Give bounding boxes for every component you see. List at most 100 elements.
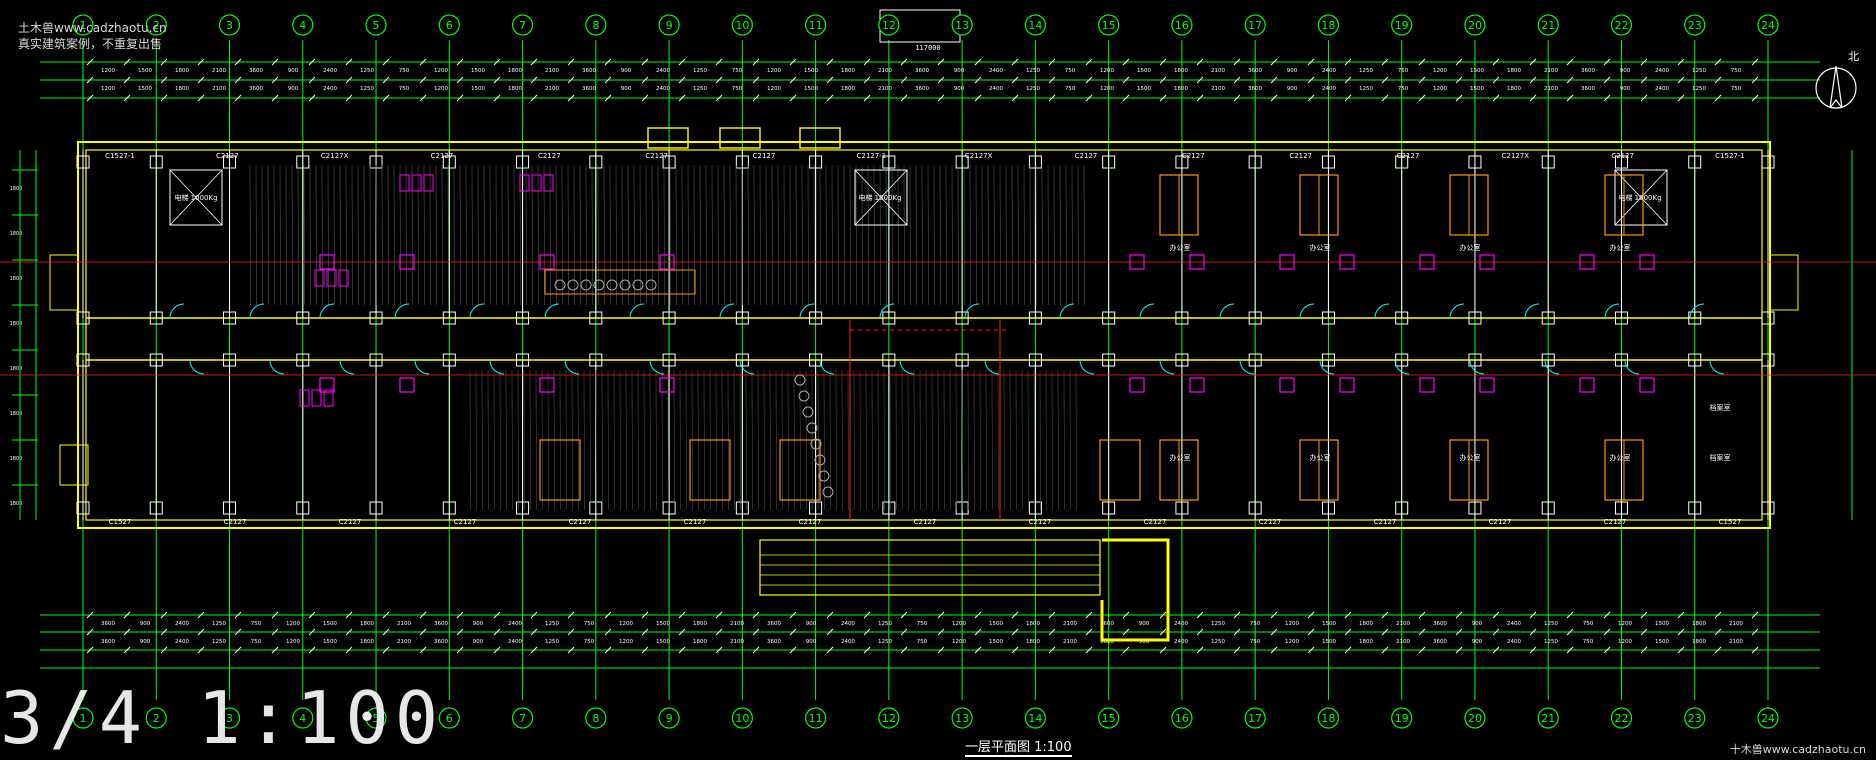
door-swing-bottom [1239,359,1255,375]
room-label: 办公室 [1610,453,1631,462]
dimension-tick [1011,58,1019,66]
dimension-value: 900 [954,86,965,92]
door-swing-top [1139,303,1155,319]
dimension-tick [123,58,131,66]
hatch-line [477,164,479,306]
dimension-tick [715,94,723,102]
left-stair-lower [59,444,89,486]
dimension-tick [715,58,723,66]
dimension-tick [1270,94,1278,102]
hatch-line [829,369,831,511]
dimension-value: 750 [1583,639,1594,645]
dimension-tick [123,646,131,654]
dimension-value: 750 [1398,86,1409,92]
window-label-bottom: C2127 [914,518,937,526]
dimension-tick [789,646,797,654]
chair [1339,254,1355,270]
hatch-line [597,164,599,306]
dimension-value: 3600 [915,68,929,74]
dimension-value: 750 [399,68,410,74]
dimension-tick [493,94,501,102]
dimension-tick [419,58,427,66]
dimension-value: 900 [1139,621,1150,627]
hatch-line [913,369,915,511]
room-label: 办公室 [1610,243,1631,252]
chair [1279,377,1295,393]
dimension-value: 1800 [360,621,374,627]
axis-number-23: 23 [1688,19,1702,32]
furniture-blocks [169,127,1668,501]
dimension-tick [1714,646,1722,654]
chair-round [810,438,822,450]
watermark-line2: 真实建筑案例，不重复出售 [18,37,163,51]
dimension-tick [1529,58,1537,66]
dimension-value: 3600 [1581,68,1595,74]
dimension-tick [641,628,649,636]
chair-round [818,470,830,482]
door-swing-bottom [269,359,285,375]
dimension-value: 1200 [1285,621,1299,627]
hatch-line [625,369,627,511]
dimension-tick [715,646,723,654]
dimension-tick [604,646,612,654]
hatch-line [757,369,759,511]
axis-number-4: 4 [299,712,306,725]
hatch-line [475,369,477,511]
dimension-value: 900 [621,68,632,74]
dimension-tick [678,76,686,84]
dimension-value: 900 [954,68,965,74]
dimension-tick [1122,628,1130,636]
dimension-value: 750 [1731,86,1742,92]
dimension-value: 2100 [1729,639,1743,645]
dimension-tick [1603,58,1611,66]
dimension-tick [1307,646,1315,654]
door-swing-bottom [649,359,665,375]
toilet-fixture [519,174,530,192]
hatch-line [333,164,335,306]
chair-round [802,406,814,418]
hatch-line [1069,369,1071,511]
dimension-value: 2400 [1174,621,1188,627]
chair-round [798,390,810,402]
hatch-line [615,164,617,306]
hatch-line [483,164,485,306]
dimension-tick [123,628,131,636]
axis-bubble-9 [658,707,680,729]
dimension-tick [493,76,501,84]
door-swing-bottom [1709,359,1725,375]
hatch-line [991,369,993,511]
dimension-tick [1418,611,1426,619]
hatch-line [583,369,585,511]
chair-round [645,279,657,291]
dimension-tick [1233,611,1241,619]
dimension-value: 1800 [693,621,707,627]
building-walls [49,9,1799,642]
door-swing-top [319,303,335,319]
dimension-value: 2400 [323,86,337,92]
dimension-value: 1500 [656,621,670,627]
dimension-tick [1566,611,1574,619]
hatch-line [711,164,713,306]
hatch-line [429,164,431,306]
dimension-tick [678,646,686,654]
hatch-line [261,164,263,306]
hatch-line [1035,164,1037,306]
skylight [719,127,761,149]
hatch-line [987,164,989,306]
window-label-top: C2127X [321,152,349,160]
dimension-tick [493,58,501,66]
dimension-tick [1603,611,1611,619]
dimension-tick [1085,646,1093,654]
dimension-value: 1800 [693,639,707,645]
hatch-line [937,369,939,511]
dimension-tick [641,611,649,619]
window-label-top: C1527-1 [1715,152,1745,160]
dimension-value: 2100 [1211,68,1225,74]
hatch-line [765,164,767,306]
dimension-value: 3600 [1100,621,1114,627]
dimension-value: 900 [473,639,484,645]
hatch-line [957,164,959,306]
door-swing-top [964,303,980,319]
hatch-line [529,369,531,511]
hatch-line [981,164,983,306]
